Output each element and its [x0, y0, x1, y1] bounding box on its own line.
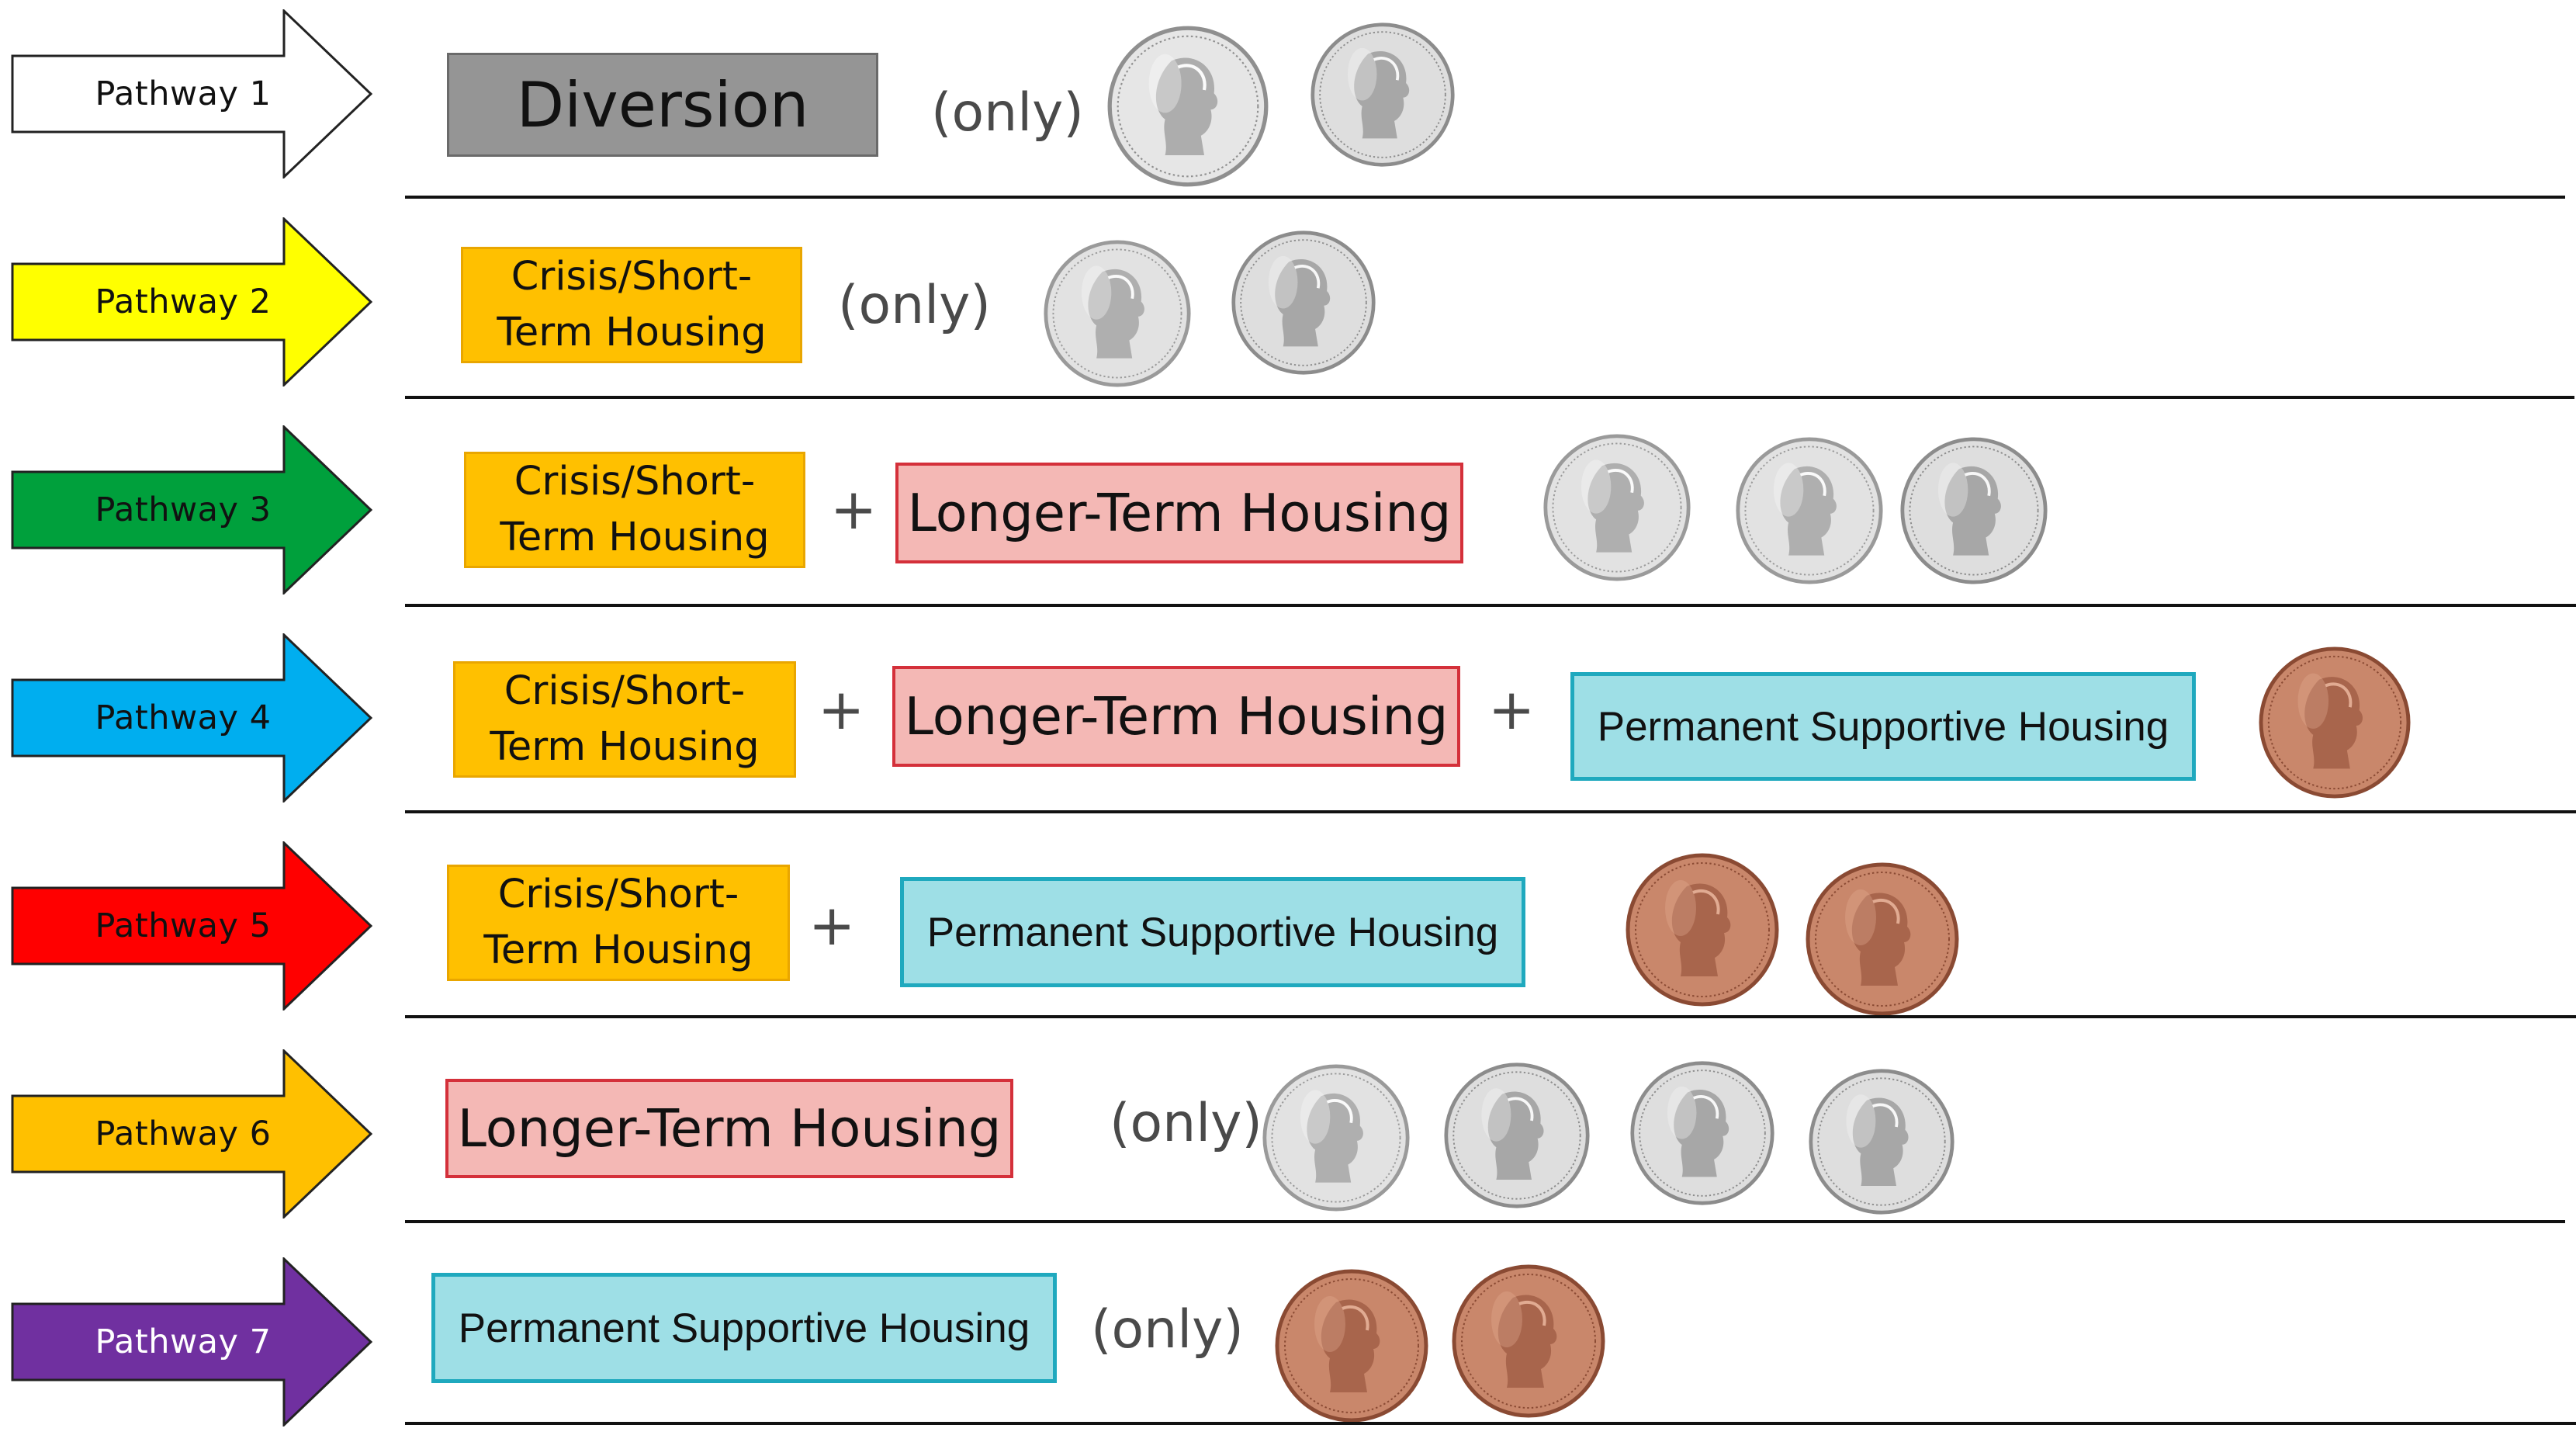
pathway-row: Pathway 1 Diversion (only) [0, 5, 2576, 208]
crisis-short-term-housing-box: Crisis/Short- Term Housing [464, 452, 805, 568]
pathway-row: Pathway 2 Crisis/Short- Term Housing (only… [0, 213, 2576, 416]
crisis-short-term-housing-box: Crisis/Short- Term Housing [461, 247, 802, 363]
pathway-row: Pathway 7 Permanent Supportive Housing (on… [0, 1253, 2576, 1456]
row-divider [405, 1220, 2565, 1223]
penny-coin-icon [1805, 861, 1960, 1017]
pathway-label: Pathway 3 [95, 491, 272, 529]
row-divider [405, 396, 2574, 399]
longer-term-housing-box: Longer-Term Housing [892, 666, 1460, 767]
pathway-row: Pathway 5 Crisis/Short- Term Housing + Perm… [0, 837, 2576, 1040]
diversion-box: Diversion [447, 53, 878, 157]
row-divider [405, 604, 2576, 607]
nickel-coin-icon [1899, 436, 2048, 585]
pathway-arrow: Pathway 7 [11, 1257, 372, 1427]
longer-term-housing-box: Longer-Term Housing [445, 1079, 1013, 1178]
quarter-coin-icon [1106, 25, 1269, 188]
penny-coin-icon [1274, 1268, 1429, 1423]
dime-coin-icon [1262, 1063, 1411, 1212]
nickel-coin-icon [1310, 22, 1456, 168]
pathway-row: Pathway 4 Crisis/Short- Term Housing + Long… [0, 629, 2576, 832]
crisis-short-term-housing-box: Crisis/Short- Term Housing [453, 661, 796, 778]
row-divider [405, 196, 2565, 199]
nickel-coin-icon [1231, 230, 1376, 376]
only-label: (only) [931, 82, 1084, 144]
pathway-label: Pathway 5 [95, 907, 272, 945]
permanent-supportive-housing-box: Permanent Supportive Housing [431, 1273, 1057, 1383]
permanent-supportive-housing-box: Permanent Supportive Housing [900, 877, 1525, 987]
row-divider [405, 1015, 2576, 1018]
nickel-coin-icon [1443, 1062, 1591, 1209]
longer-term-housing-box: Longer-Term Housing [895, 463, 1463, 563]
nickel-coin-icon [1629, 1060, 1775, 1206]
dime-coin-icon [1735, 436, 1884, 585]
penny-coin-icon [1625, 852, 1780, 1007]
only-label: (only) [1110, 1093, 1262, 1154]
pathway-label: Pathway 1 [95, 75, 272, 113]
pathway-arrow: Pathway 6 [11, 1049, 372, 1219]
pathway-row: Pathway 6 Longer-Term Housing (only) [0, 1045, 2576, 1248]
plus-sign: + [818, 677, 865, 742]
only-label: (only) [1091, 1299, 1244, 1361]
only-label: (only) [838, 275, 991, 336]
permanent-supportive-housing-box: Permanent Supportive Housing [1570, 672, 2196, 781]
pathway-arrow: Pathway 1 [11, 9, 372, 179]
crisis-short-term-housing-box: Crisis/Short- Term Housing [447, 865, 790, 981]
plus-sign: + [808, 893, 856, 958]
pathway-label: Pathway 6 [95, 1115, 272, 1153]
plus-sign: + [830, 477, 878, 542]
nickel-coin-icon [1808, 1068, 1955, 1215]
pathway-row: Pathway 3 Crisis/Short- Term Housing + Long… [0, 421, 2576, 624]
penny-coin-icon [1451, 1264, 1606, 1419]
pathway-arrow: Pathway 2 [11, 217, 372, 387]
pathway-arrow: Pathway 4 [11, 633, 372, 803]
row-divider [405, 1422, 2576, 1425]
plus-sign: + [1488, 677, 1536, 742]
pathway-label: Pathway 4 [95, 699, 272, 737]
pathway-arrow: Pathway 3 [11, 425, 372, 595]
pathway-arrow: Pathway 5 [11, 841, 372, 1011]
pathway-label: Pathway 2 [95, 283, 272, 321]
dime-coin-icon [1043, 239, 1192, 388]
pathway-label: Pathway 7 [95, 1323, 272, 1361]
penny-coin-icon [2258, 646, 2412, 799]
dime-coin-icon [1542, 433, 1691, 582]
row-divider [405, 810, 2576, 813]
